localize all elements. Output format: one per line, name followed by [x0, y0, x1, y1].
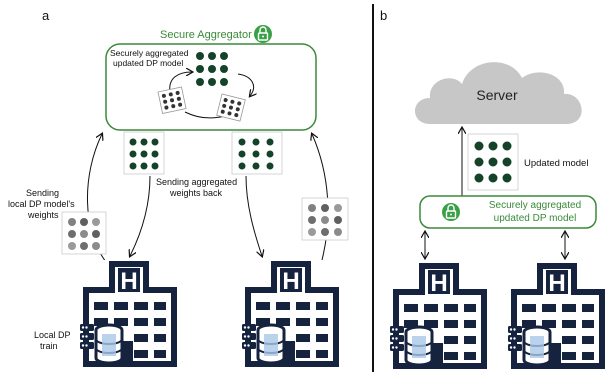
server-label: Server — [476, 87, 518, 103]
panel-b-letter: b — [380, 8, 387, 23]
aggregated-model-label-line1: Securely aggregated — [110, 48, 189, 58]
aggregation-arrow-left — [169, 72, 192, 93]
lock-icon-b — [441, 202, 461, 222]
local-train-label-line1: Local DP — [34, 330, 71, 340]
aggregated-box-label-line1: Securely aggregated — [489, 200, 581, 211]
hospital-icon-a-left — [78, 260, 180, 368]
hospital-icon-a-right — [240, 260, 342, 368]
arrow-right-up — [312, 134, 329, 261]
hospital-icon-b-right — [506, 262, 608, 370]
local-dp-weights-right — [301, 197, 349, 241]
aggregated-model-weights — [196, 52, 228, 86]
secure-aggregator-box — [105, 43, 317, 131]
sending-local-label-line1: Sending — [26, 188, 59, 198]
aggregated-weights-back-left — [123, 131, 165, 175]
client-weights-square-right — [216, 93, 246, 122]
arrow-left-down — [130, 175, 151, 256]
local-dp-weights-left — [61, 211, 107, 255]
panel-a-letter: a — [42, 8, 50, 23]
sending-back-label-line1: Sending aggregated — [156, 177, 237, 187]
lock-icon — [253, 24, 273, 44]
sending-back-label-line2: weights back — [169, 188, 223, 198]
aggregated-weights-back-right — [231, 131, 283, 175]
aggregated-model-label-line2: updated DP model — [113, 58, 183, 68]
aggregated-box-label-line2: updated DP model — [494, 213, 577, 224]
cloud-icon — [415, 62, 582, 124]
sending-local-label-line2: local DP model's — [8, 199, 75, 209]
hospital-icon-b-left — [388, 262, 490, 370]
client-weights-square-left — [157, 86, 187, 114]
aggregation-arrow-right — [237, 73, 254, 96]
local-train-label-line2: train — [40, 341, 58, 351]
aggregator-title: Secure Aggregator — [160, 29, 252, 41]
aggregated-model-box — [419, 195, 597, 229]
updated-model-label: Updated model — [524, 158, 588, 169]
arrow-right-down — [245, 175, 262, 256]
updated-model-weights — [467, 133, 519, 191]
sending-local-label-line3: weights — [27, 210, 59, 220]
